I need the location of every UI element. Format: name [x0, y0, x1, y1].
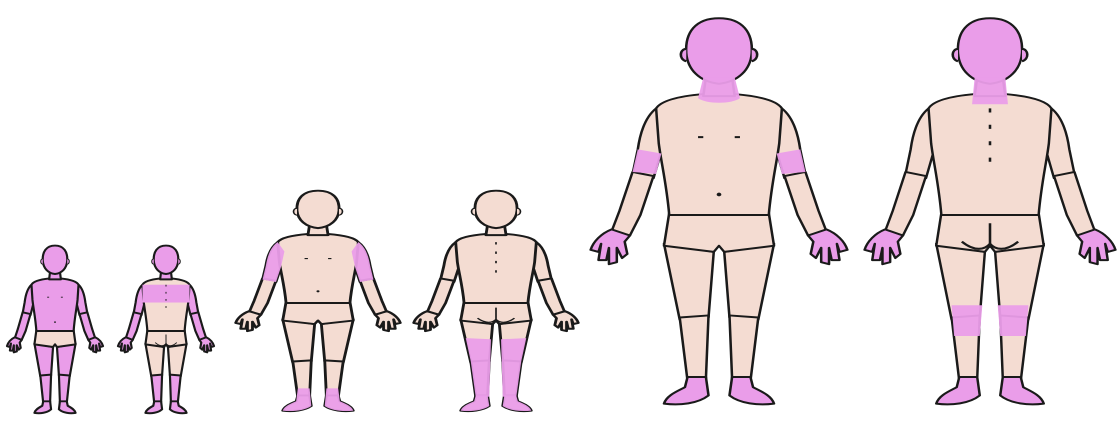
child-back-rForearm: [538, 278, 565, 314]
adult-front-lThigh: [664, 244, 714, 320]
infant-front-left-ear: [41, 259, 43, 264]
adult-front-head: [686, 18, 752, 84]
child-back-right-ear: [517, 208, 520, 215]
infant-back-rForearm: [191, 312, 207, 340]
adult-front-lForearm: [612, 172, 654, 236]
child-front-rHand: [375, 311, 400, 331]
infant-front-rHand: [88, 337, 103, 352]
infant-front-lThigh: [34, 343, 53, 376]
adult-back-left-ear: [953, 49, 958, 61]
adult-front-affected-band-0: [698, 78, 740, 103]
adult-back-affected-band-0: [972, 78, 1008, 105]
adult-back-affected-band-1: [952, 305, 983, 336]
child-back-rHand: [553, 311, 578, 331]
figure-child-front: [236, 191, 401, 411]
adult-back-right-ear: [1022, 49, 1027, 61]
adult-back-lForearm: [885, 172, 926, 236]
adult-front-navel: [717, 193, 722, 197]
child-front-right-ear: [339, 208, 342, 215]
infant-back-rShin: [170, 375, 181, 403]
child-front-rThigh: [321, 319, 353, 362]
adult-front-lFoot: [664, 377, 709, 404]
adult-back-rHand: [1077, 229, 1115, 264]
child-back-affected-band-0: [466, 338, 491, 398]
adult-front-rFoot: [729, 377, 774, 404]
adult-back-lHand: [865, 229, 903, 264]
infant-back-lShin: [151, 375, 162, 403]
adult-front-rForearm: [785, 172, 827, 236]
adult-back-head: [958, 18, 1022, 84]
infant-back-left-ear: [152, 259, 154, 264]
infant-back-lThigh: [145, 343, 164, 376]
infant-front-right-ear: [67, 259, 69, 264]
infant-front-rForearm: [80, 312, 96, 340]
adult-back-rFoot: [1000, 377, 1044, 404]
infant-front-lFoot: [34, 401, 51, 413]
figure-infant-back: [118, 246, 214, 414]
infant-back-rHand: [199, 337, 214, 352]
figure-child-back: [414, 191, 579, 411]
adult-back-affected-band-2: [998, 305, 1029, 336]
figure-adult-back: [865, 18, 1116, 404]
adult-front-right-ear: [752, 49, 757, 61]
child-back-left-ear: [472, 208, 475, 215]
child-back-affected-band-1: [501, 338, 526, 398]
infant-back-lForearm: [126, 312, 142, 340]
infant-front-lShin: [40, 375, 51, 403]
child-front-navel: [316, 290, 319, 292]
child-front-left-ear: [294, 208, 297, 215]
figure-adult-front: [591, 18, 848, 404]
infant-front-rShin: [59, 375, 70, 403]
infant-front-rFoot: [59, 401, 76, 413]
adult-front-rShin: [729, 315, 758, 381]
child-back-lHand: [414, 311, 439, 331]
adult-front-lHand: [591, 229, 630, 264]
infant-back-rThigh: [168, 343, 187, 376]
infant-front-lForearm: [15, 312, 31, 340]
infant-front-pelvis: [34, 330, 75, 347]
adult-front-rHand: [808, 229, 847, 264]
child-front-rForearm: [360, 278, 387, 314]
figure-infant-front: [7, 246, 103, 414]
child-front-lThigh: [283, 319, 315, 362]
infant-back-right-ear: [178, 259, 180, 264]
adult-back-lFoot: [936, 377, 980, 404]
child-back-head: [475, 191, 517, 228]
child-back-lForearm: [427, 278, 454, 314]
adult-front-lShin: [680, 315, 709, 381]
infant-back-lFoot: [145, 401, 162, 413]
adult-back-rForearm: [1054, 172, 1095, 236]
infant-front-lHand: [7, 337, 22, 352]
infant-front-navel: [54, 321, 56, 323]
child-front-pelvis: [283, 302, 354, 324]
child-front-torso: [278, 234, 359, 303]
child-front-head: [297, 191, 339, 228]
infant-back-rFoot: [170, 401, 187, 413]
infant-front-torso: [31, 278, 78, 331]
child-front-lForearm: [249, 278, 276, 314]
infant-front-head: [43, 246, 68, 274]
infant-back-head: [154, 246, 179, 274]
adult-front-pelvis: [664, 213, 774, 252]
infant-front-rThigh: [57, 343, 76, 376]
adult-front-left-ear: [681, 49, 686, 61]
adult-front-rThigh: [724, 244, 774, 320]
child-front-lHand: [236, 311, 261, 331]
infant-back-lHand: [118, 337, 133, 352]
adult-front-torso: [656, 94, 782, 215]
